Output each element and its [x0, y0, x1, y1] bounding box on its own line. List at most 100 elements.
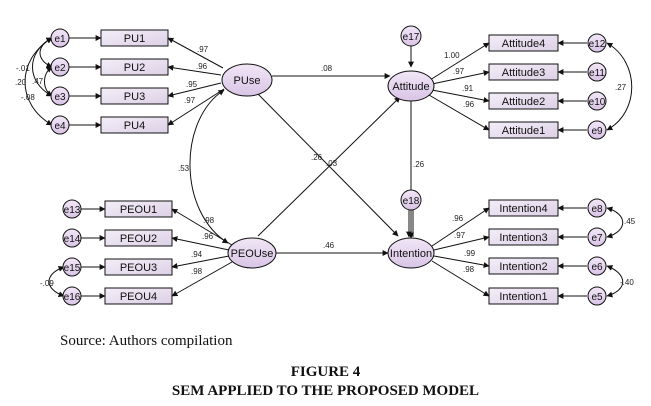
pu4-box: [100, 116, 169, 134]
coef-int3: .97: [454, 231, 466, 240]
e9-label: e9: [591, 126, 603, 137]
e9-circle: [587, 120, 607, 140]
latent-constructs: PUse PEOUse Attitude Intention: [221, 63, 435, 269]
attitude2-box: [488, 92, 559, 110]
pu2-label: PU2: [124, 62, 145, 74]
peou3-label: PEOU3: [120, 262, 157, 274]
e4-circle: [50, 115, 70, 135]
e15-circle: [62, 257, 82, 277]
pu-indicators: PU1 PU2 PU3 PU4: [100, 29, 169, 134]
puse-label: PUse: [234, 75, 261, 87]
puse-ellipse: [221, 63, 273, 97]
e18-circle: [400, 189, 422, 211]
coef-pu4: .97: [184, 96, 196, 105]
coef-att4: 1.00: [444, 51, 460, 60]
coef-pu1: .97: [197, 45, 209, 54]
attitude3-label: Attitude3: [502, 67, 545, 79]
attitude4-box: [488, 34, 559, 52]
e1-circle: [50, 28, 70, 48]
peou-indicators: PEOU1 PEOU2 PEOU3 PEOU4: [104, 200, 173, 305]
coef-int2: .99: [464, 249, 476, 258]
error-covariances: [24, 37, 633, 298]
coef-e15-e16: -.09: [40, 279, 54, 288]
coef-e1-e3: .20: [15, 78, 27, 87]
coef-pu2: .96: [196, 62, 208, 71]
pu3-box: [100, 87, 169, 105]
e7-circle: [587, 227, 607, 247]
e15-label: e15: [64, 263, 81, 274]
attitude1-label: Attitude1: [502, 125, 545, 137]
attitude-ellipse: [387, 70, 435, 102]
peou1-box: [104, 200, 173, 218]
e17-label: e17: [403, 32, 420, 43]
coef-puse-peouse: .53: [178, 164, 190, 173]
coef-e2-e3: .47: [32, 77, 44, 86]
e13-circle: [62, 199, 82, 219]
peou4-box: [104, 287, 173, 305]
intention1-box: [488, 287, 559, 305]
e11-label: e11: [589, 68, 605, 79]
e12-circle: [587, 33, 607, 53]
e3-label: e3: [54, 92, 66, 103]
pu2-box: [100, 58, 169, 76]
pu1-box: [100, 29, 169, 47]
e10-label: e10: [589, 97, 606, 108]
coefficient-labels: .97 .96 .95 .97 .98 .96 .94 .98 1.00 .97…: [15, 45, 636, 288]
pu3-label: PU3: [124, 91, 145, 103]
path-diagram: PU1 PU2 PU3 PU4 PEOU1 PEOU2 PEOU3 PEOU4 …: [15, 25, 636, 306]
coef-peou1: .98: [203, 216, 215, 225]
coef-puse-intention: .26: [311, 153, 323, 162]
e5-circle: [587, 286, 607, 306]
coef-e8-e7: .45: [624, 217, 636, 226]
peou2-label: PEOU2: [120, 233, 157, 245]
e12-label: e12: [589, 39, 606, 50]
intention2-box: [488, 257, 559, 275]
peou2-box: [104, 229, 173, 247]
coef-att1: .96: [463, 100, 475, 109]
peou4-label: PEOU4: [120, 291, 157, 303]
e1-label: e1: [54, 34, 66, 45]
coef-peouse-attitude: .03: [326, 159, 338, 168]
e13-label: e13: [64, 205, 81, 216]
intention3-label: Intention3: [499, 232, 547, 244]
error-arrows: [69, 35, 587, 299]
e3-circle: [50, 86, 70, 106]
e7-label: e7: [591, 233, 603, 244]
e8-circle: [587, 198, 607, 218]
coef-e12-e9: .27: [615, 83, 627, 92]
coef-e1-e2: -.01: [16, 64, 30, 73]
figure-number: FIGURE 4: [290, 364, 361, 380]
intention2-label: Intention2: [499, 261, 547, 273]
pu4-label: PU4: [124, 120, 145, 132]
e5-label: e5: [591, 292, 603, 303]
coef-pu3: .95: [186, 80, 198, 89]
e4-label: e4: [54, 121, 66, 132]
e6-circle: [587, 256, 607, 276]
attitude2-label: Attitude2: [502, 96, 545, 108]
pu1-label: PU1: [124, 33, 145, 45]
coef-peouse-intention: .46: [323, 241, 335, 250]
coef-int4: .96: [452, 214, 464, 223]
coef-e1-e4: -.08: [21, 93, 35, 102]
source-note: Source: Authors compilation: [60, 333, 233, 349]
attitude3-box: [488, 63, 559, 81]
e16-label: e16: [64, 292, 81, 303]
e2-label: e2: [54, 63, 66, 74]
coef-e6-e5: -.40: [620, 278, 634, 287]
coef-att2: .91: [462, 84, 474, 93]
coef-peou3: .94: [191, 250, 203, 259]
coef-int1: .98: [463, 265, 475, 274]
peou-loadings: [171, 208, 233, 297]
e10-circle: [587, 91, 607, 111]
coef-puse-attitude: .08: [321, 64, 333, 73]
e16-circle: [62, 286, 82, 306]
structural-paths: [189, 73, 414, 256]
attitude-indicators: Attitude4 Attitude3 Attitude2 Attitude1: [488, 34, 559, 139]
intention-loadings: [431, 207, 490, 297]
e14-label: e14: [64, 234, 81, 245]
pu-loadings: [167, 37, 225, 126]
attitude-label: Attitude: [392, 81, 429, 93]
intention-indicators: Intention4 Intention3 Intention2 Intenti…: [488, 199, 559, 305]
intention1-label: Intention1: [499, 291, 547, 303]
